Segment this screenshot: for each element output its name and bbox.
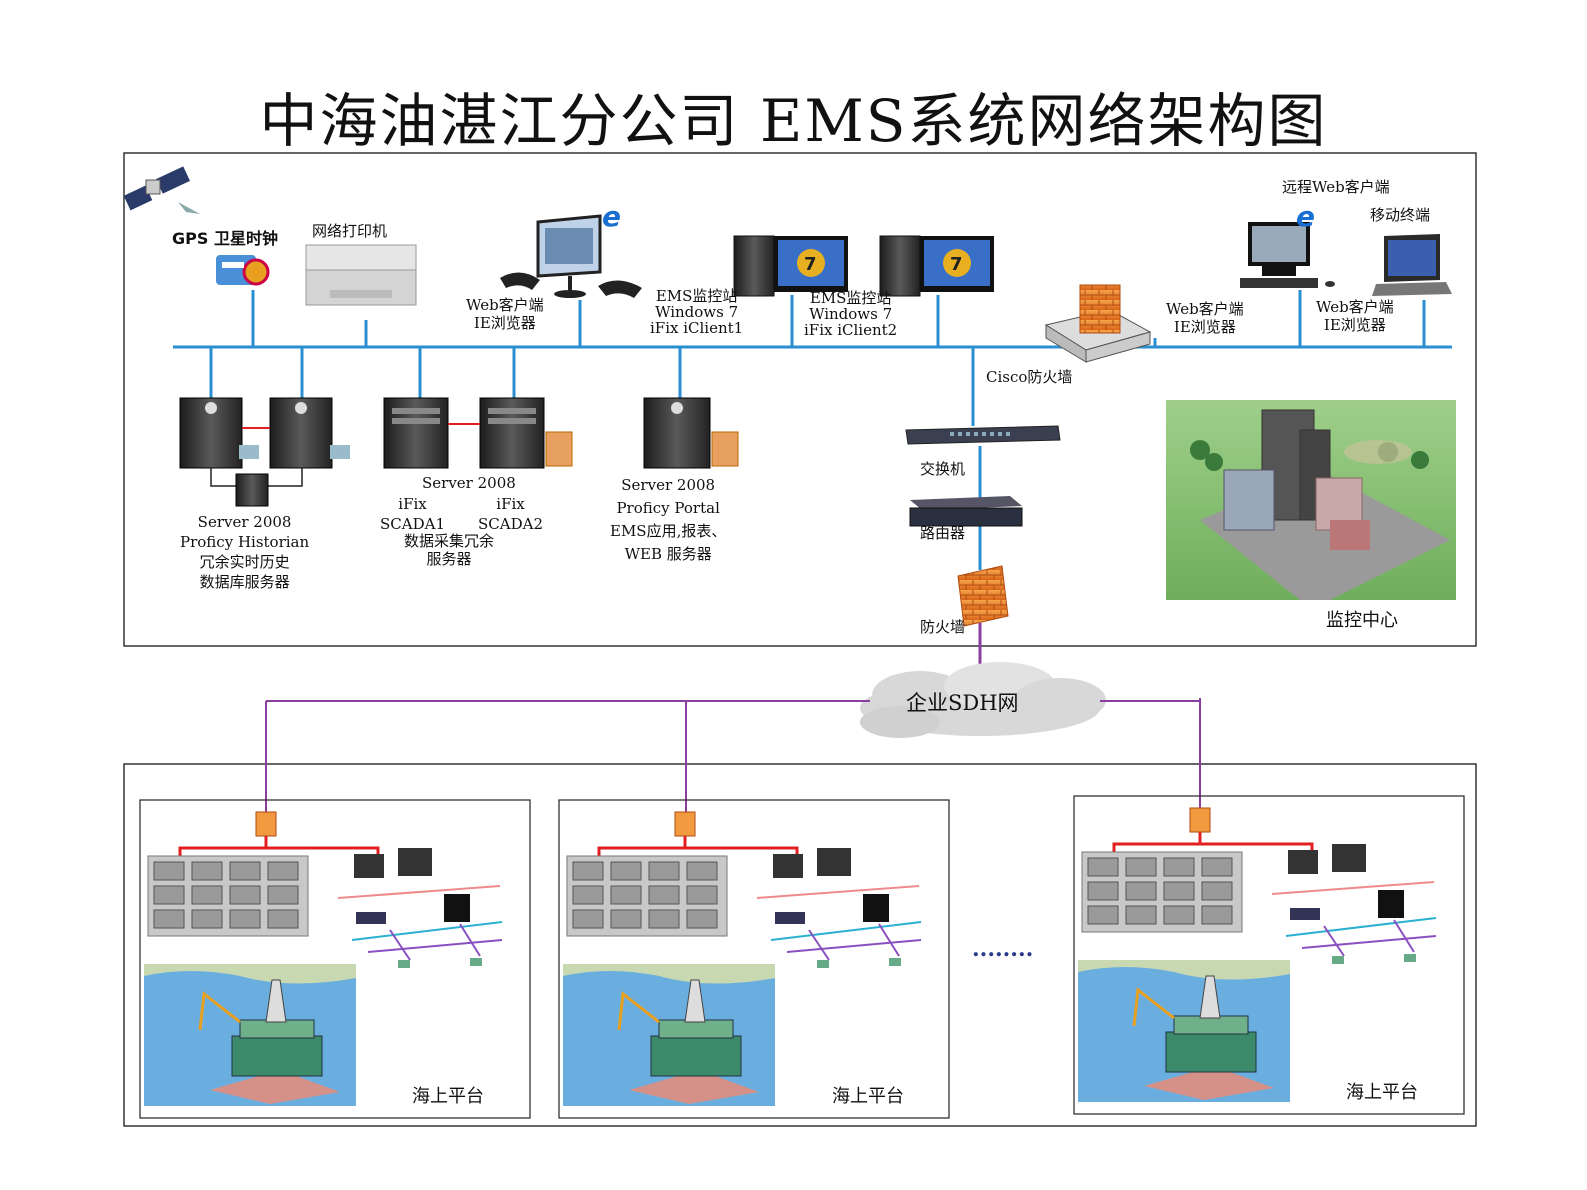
offshore-platform-icon <box>563 964 775 1106</box>
platform-label-3: 海上平台 <box>1346 1082 1418 1103</box>
firewall-icon <box>957 565 1009 627</box>
firewall-icon <box>674 811 696 837</box>
offshore-platform-icon <box>144 964 356 1106</box>
gps-clock-icon <box>216 255 270 286</box>
workstation-icon <box>1332 844 1366 872</box>
switch-label: 交换机 <box>920 460 966 478</box>
server-icon <box>179 397 259 469</box>
sdh-cloud-label: 企业SDH网 <box>906 691 1019 715</box>
cisco-firewall-label: Cisco防火墙 <box>986 368 1073 386</box>
platform-box <box>558 799 950 1119</box>
svg-text:e: e <box>1296 200 1315 233</box>
satellite-icon <box>123 166 200 214</box>
svg-text:e: e <box>602 200 621 233</box>
plc-icon <box>863 894 889 922</box>
platforms-frame <box>123 763 1477 1127</box>
server-icon <box>269 397 350 469</box>
plc-icon <box>775 912 805 924</box>
plc-icon <box>1290 908 1320 920</box>
switch-icon <box>905 425 1061 445</box>
workstation-icon: 7 <box>733 235 848 297</box>
plc-icon <box>356 912 386 924</box>
server-icon <box>383 397 449 469</box>
firewall-icon <box>1044 284 1152 363</box>
platform-detail <box>1078 807 1437 1102</box>
switchgear-icon <box>1081 851 1243 933</box>
mobile-label: 移动终端 <box>1370 206 1431 224</box>
platform-detail <box>144 811 503 1106</box>
sensor-icon <box>1332 956 1344 964</box>
svg-text:7: 7 <box>804 254 817 275</box>
laptop-icon <box>1372 234 1452 296</box>
workstation-icon: e <box>1240 200 1335 288</box>
workstation-icon: e <box>500 200 642 298</box>
offshore-platform-icon <box>1078 960 1290 1102</box>
printer-label: 网络打印机 <box>312 222 388 240</box>
firewall-icon <box>255 811 277 837</box>
printer-icon <box>305 244 417 306</box>
router-label: 路由器 <box>920 524 966 542</box>
cloud-icon <box>860 662 1106 738</box>
firewall-label: 防火墙 <box>920 618 966 636</box>
gps-label: GPS 卫星时钟 <box>172 229 278 248</box>
platform-label-2: 海上平台 <box>832 1086 904 1107</box>
switchgear-icon <box>566 855 728 937</box>
workstation-icon <box>1288 850 1318 874</box>
sensor-icon <box>817 960 829 968</box>
scada-bottom-label: 数据采集冗余服务器 <box>404 532 495 568</box>
more-platforms-ellipsis: ........ <box>972 936 1034 962</box>
remote-web-label: 远程Web客户端 <box>1282 178 1390 196</box>
server-icon <box>479 397 573 469</box>
workstation-icon <box>354 854 384 878</box>
workstation-icon: 7 <box>879 235 994 297</box>
sensor-icon <box>1404 954 1416 962</box>
monitor-center-label: 监控中心 <box>1326 610 1398 631</box>
platform-box <box>1073 795 1465 1115</box>
sensor-icon <box>470 958 482 966</box>
svg-text:7: 7 <box>950 254 963 275</box>
server-icon <box>643 397 739 469</box>
switchgear-icon <box>147 855 309 937</box>
workstation-icon <box>773 854 803 878</box>
firewall-icon <box>1189 807 1211 833</box>
plc-icon <box>444 894 470 922</box>
control-center-frame <box>123 152 1477 647</box>
platform-label-1: 海上平台 <box>412 1086 484 1107</box>
scada-top-label: Server 2008 <box>422 474 516 492</box>
sensor-icon <box>398 960 410 968</box>
platform-box <box>139 799 531 1119</box>
platform-detail <box>563 811 922 1106</box>
diagram-title: 中海油湛江分公司 EMS系统网络架构图 <box>259 87 1328 155</box>
workstation-icon <box>398 848 432 876</box>
city-icon <box>1166 400 1456 600</box>
plc-icon <box>1378 890 1404 918</box>
workstation-icon <box>817 848 851 876</box>
sensor-icon <box>889 958 901 966</box>
router-icon <box>909 496 1023 527</box>
storage-icon <box>235 473 269 507</box>
